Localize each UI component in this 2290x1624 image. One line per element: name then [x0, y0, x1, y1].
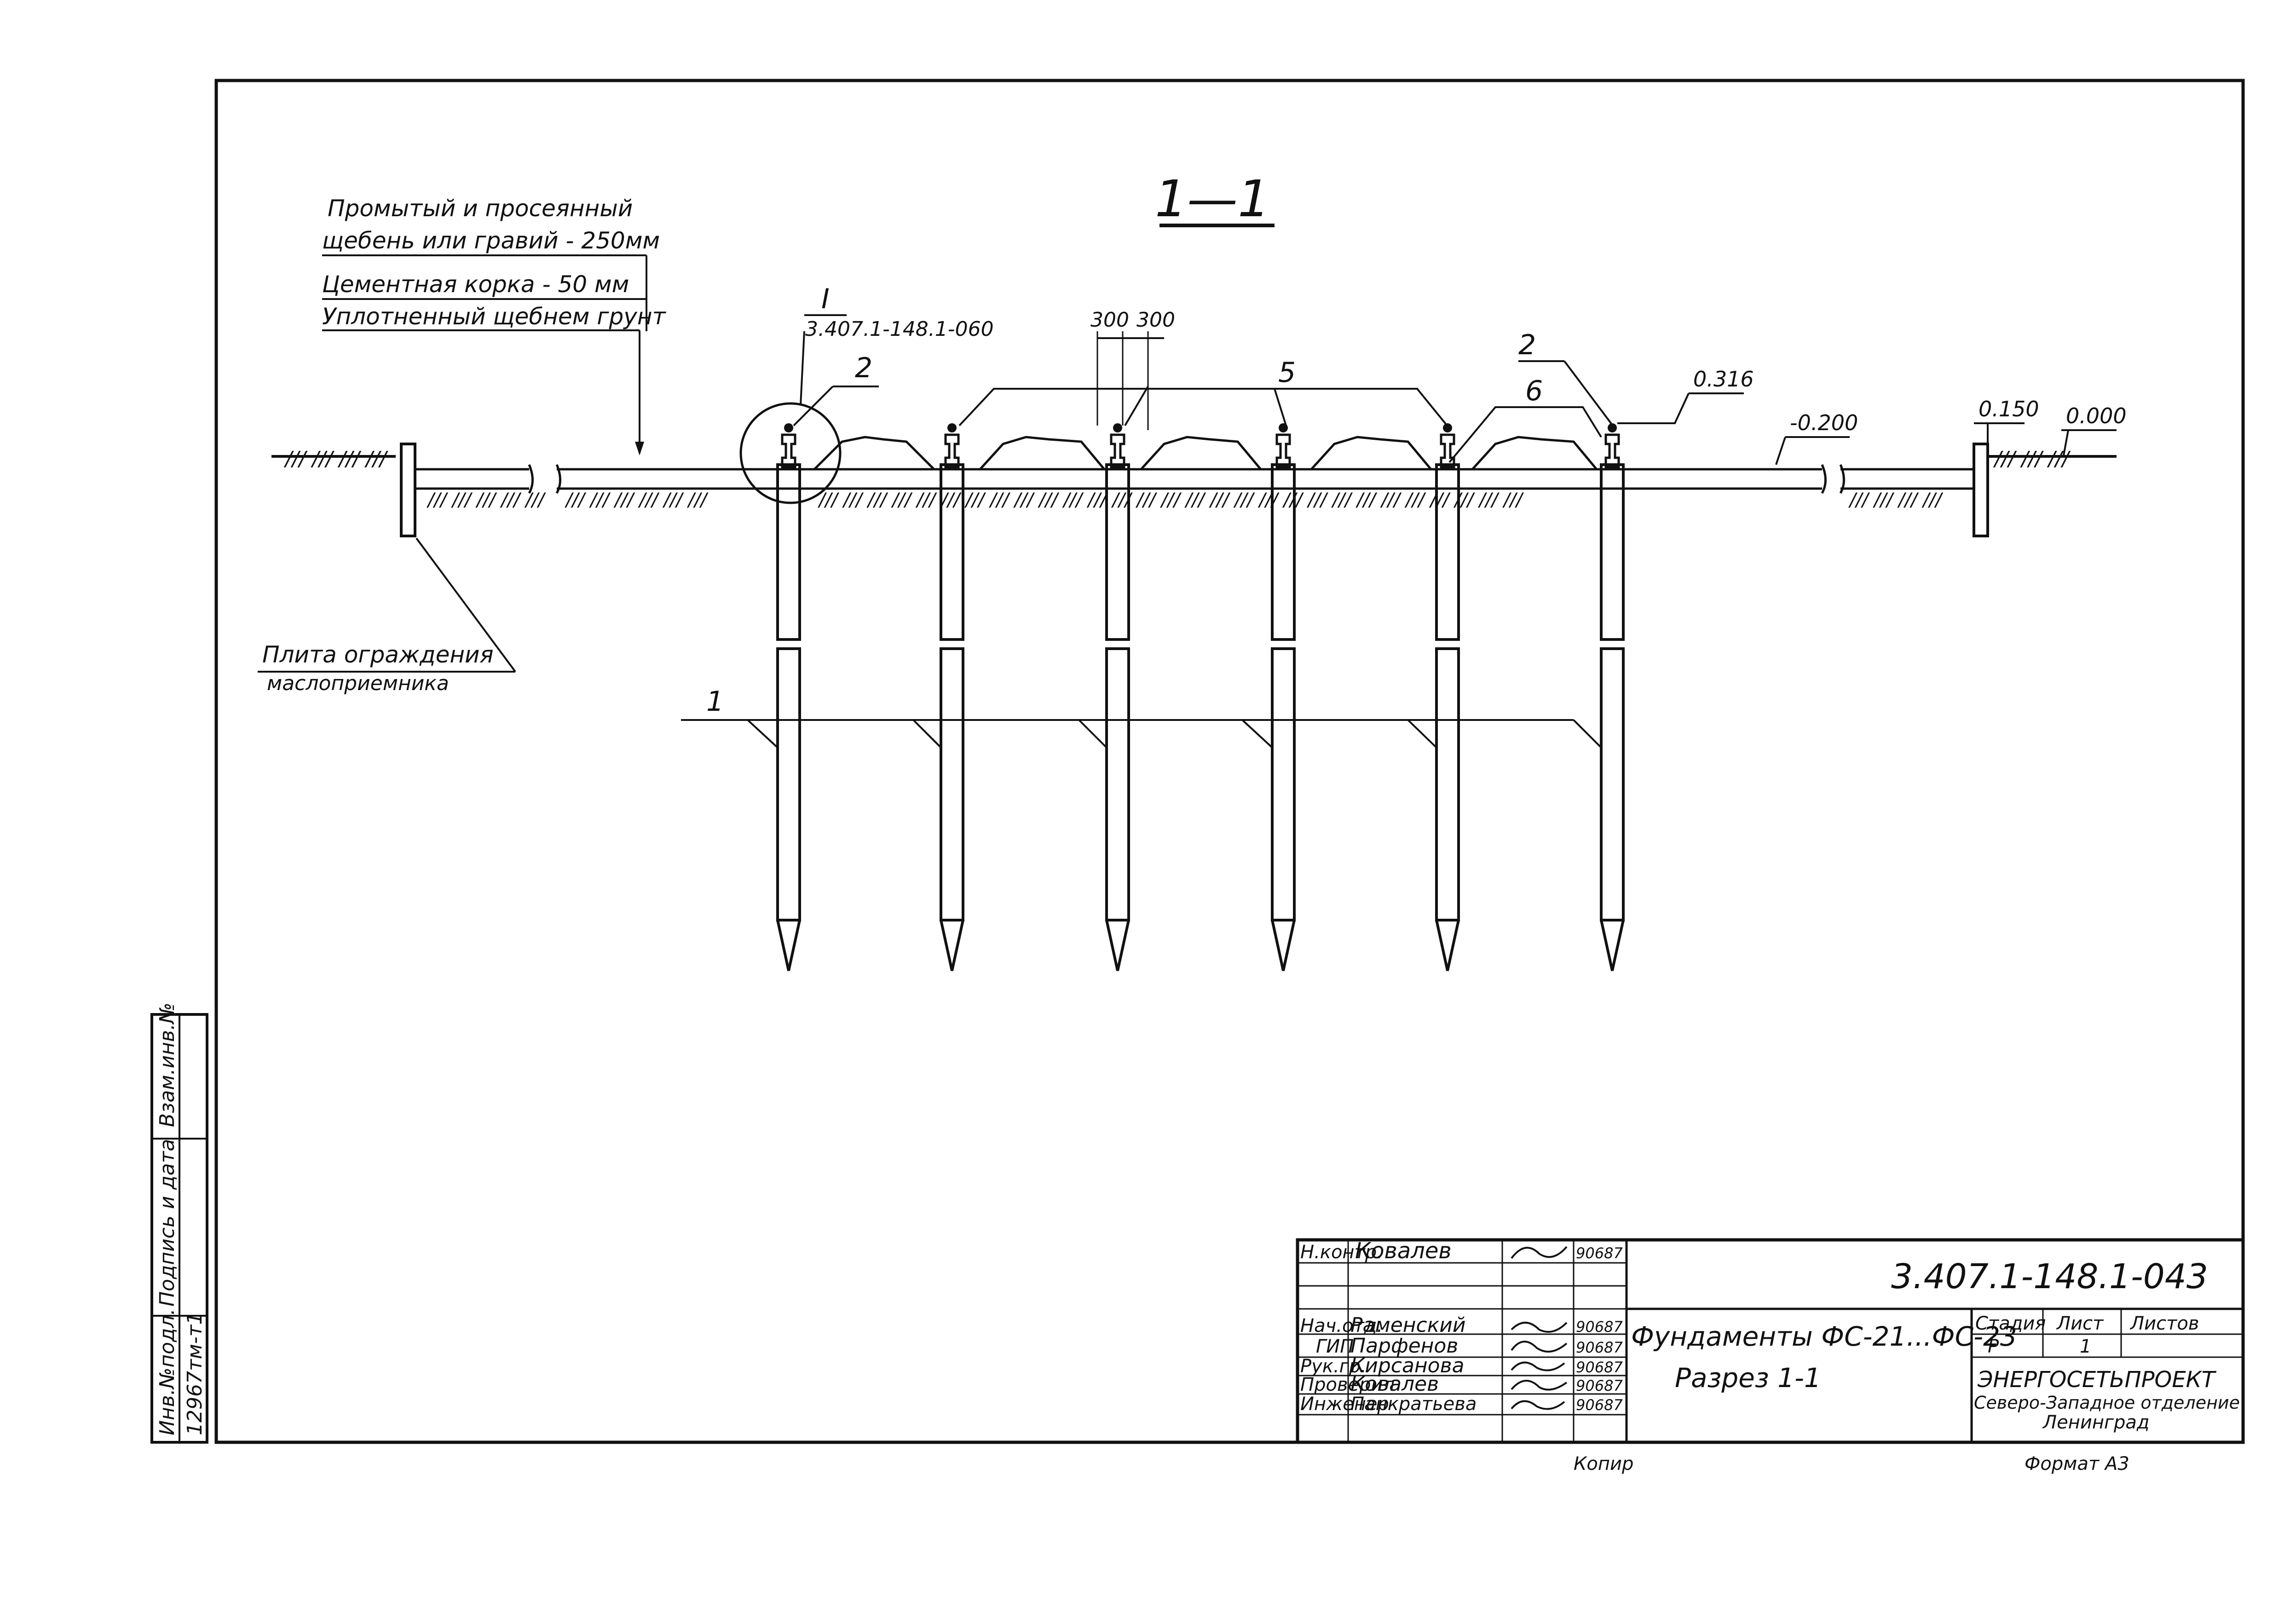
pile — [1105, 423, 1130, 971]
side-stamp-inv-value: 12967тм-т1 — [183, 1312, 207, 1435]
paving-layer: /// /// /// /// /// /// /// /// /// /// … — [416, 464, 1974, 511]
sheet-label: Лист — [2056, 1313, 2104, 1334]
tb-row5-role: Рук.гр. — [1300, 1356, 1367, 1377]
detail-circle — [739, 402, 842, 504]
pos-5: 5 — [1278, 357, 1296, 389]
pile — [1271, 423, 1296, 971]
svg-text:/// /// ///: /// /// /// — [1993, 447, 2071, 471]
elevation-0316: 0.316 — [1617, 367, 1754, 424]
dim-300-b: 300 — [1136, 308, 1175, 332]
svg-text:/// /// /// ///: /// /// /// /// — [283, 447, 388, 471]
piles — [776, 423, 1625, 971]
svg-text:/// /// /// /// /// ///: /// /// /// /// /// /// /// /// /// /// … — [818, 490, 1524, 511]
layer-notes: Промытый и просеянный щебень или гравий … — [322, 195, 667, 455]
svg-text:/// /// /// /// /// ///: /// /// /// /// /// /// — [565, 490, 709, 511]
pile — [940, 423, 964, 971]
svg-text:/// /// /// ///: /// /// /// /// — [1848, 490, 1944, 511]
tb-row4-name: Парфенов — [1350, 1334, 1458, 1358]
drawing-title-line2: Разрез 1-1 — [1675, 1362, 1821, 1394]
elevation-minus0200-label: -0.200 — [1790, 410, 1858, 435]
tb-row3-name: Раменский — [1350, 1313, 1466, 1337]
sheet-frame — [214, 79, 2245, 1444]
drawing-title-line1: Фундаменты ФС-21...ФС-23 — [1631, 1321, 2017, 1352]
note-gravel-line2: щебень или гравий - 250мм — [322, 227, 660, 254]
elevation-0316-label: 0.316 — [1693, 367, 1754, 392]
section-title: 1—1 — [1155, 169, 1270, 228]
dim-300-a: 300 — [1090, 308, 1129, 332]
tb-row5-name: Кирсанова — [1350, 1354, 1465, 1377]
sheet-value: 1 — [2080, 1336, 2091, 1357]
tb-row3-role: Нач.отд. — [1300, 1315, 1383, 1336]
fence-plate-right — [1973, 443, 1989, 537]
side-stamp-col1: Инв.№подл. — [156, 1308, 179, 1435]
elevation-0000: 0.000 — [2061, 403, 2127, 456]
fence-plate-left — [400, 443, 416, 537]
org-city: Ленинград — [2042, 1412, 2150, 1433]
detail-mark: I — [821, 283, 830, 315]
pos-2-left: 2 — [855, 352, 872, 384]
pos-1-leader: 1 — [681, 685, 1602, 749]
side-stamp-col2: Подпись и дата — [156, 1139, 179, 1307]
note-cement-crust: Цементная корка - 50 мм — [322, 271, 629, 298]
pos-2-right: 2 — [1518, 329, 1536, 361]
note-gravel-line1: Промытый и просеянный — [328, 195, 633, 222]
side-stamp: Взам.инв.№ Подпись и дата Инв.№подл. 129… — [150, 1002, 208, 1444]
gravel-mounds — [813, 436, 1598, 471]
pos-1: 1 — [706, 685, 724, 718]
pos-6: 6 — [1525, 375, 1543, 407]
elevation-minus0200: -0.200 — [1775, 410, 1858, 465]
stage-value: Р — [1988, 1336, 1999, 1357]
tb-row6-name: Ковалев — [1350, 1372, 1439, 1396]
plate-label-line2: маслоприемника — [267, 672, 449, 695]
tb-row6-role: Проверил — [1300, 1374, 1395, 1395]
tb-row5-date: 90687 — [1576, 1359, 1623, 1376]
pile — [1600, 423, 1625, 971]
tb-row7-role: Инженер — [1300, 1394, 1389, 1415]
svg-text:/// /// /// /// ///: /// /// /// /// /// — [427, 490, 547, 511]
plate-callout: Плита ограждения маслоприемника — [258, 537, 516, 695]
title-block: Н.контр. Ковалев 90687 Нач.отд. Раменски… — [1296, 1238, 2245, 1444]
tb-row4-role: ГИП — [1316, 1336, 1354, 1357]
side-stamp-col3: Взам.инв.№ — [156, 1002, 179, 1127]
tb-row0-name: Ковалев — [1355, 1238, 1452, 1264]
tb-row7-name: Панкратьева — [1350, 1394, 1477, 1415]
stage-label: Стадия — [1975, 1313, 2046, 1334]
elevation-0000-label: 0.000 — [2066, 403, 2127, 428]
tb-row3-date: 90687 — [1576, 1318, 1623, 1336]
tb-row4-date: 90687 — [1576, 1339, 1623, 1356]
tb-row0-role: Н.контр. — [1300, 1242, 1383, 1263]
org-name: ЭНЕРГОСЕТЬПРОЕКТ — [1977, 1367, 2217, 1393]
format-label: Формат А3 — [2025, 1453, 2129, 1474]
ground-right: /// /// /// — [1988, 447, 2117, 471]
plate-label-line1: Плита ограждения — [262, 641, 494, 668]
elevation-0150: 0.150 — [1974, 397, 2039, 444]
pile — [776, 423, 801, 971]
sheets-label: Листов — [2129, 1313, 2199, 1334]
dimension-300-300: 300 300 — [1090, 308, 1175, 430]
copied-label: Копир — [1574, 1453, 1633, 1474]
tb-row0-date: 90687 — [1576, 1244, 1623, 1262]
note-compacted-soil: Уплотненный щебнем грунт — [322, 303, 667, 330]
elevation-0150-label: 0.150 — [1979, 397, 2039, 421]
detail-reference: 3.407.1-148.1-060 — [805, 317, 994, 341]
tb-row6-date: 90687 — [1576, 1377, 1623, 1394]
ground-left: /// /// /// /// — [271, 447, 396, 471]
doc-code: 3.407.1-148.1-043 — [1891, 1257, 2208, 1296]
tb-row7-date: 90687 — [1576, 1396, 1623, 1414]
org-branch: Северо-Западное отделение — [1974, 1393, 2240, 1413]
signature-marks — [1511, 1246, 1568, 1410]
pile — [1435, 423, 1460, 971]
